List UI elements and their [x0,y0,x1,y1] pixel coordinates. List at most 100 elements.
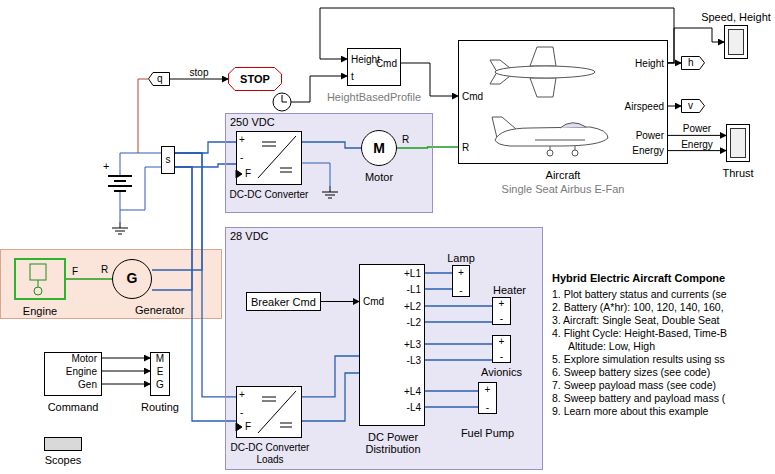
note-text: 8. Sweep battery and payload mass ( [552,392,725,404]
block-fill [492,297,511,325]
scope-block: Speed, Height [724,25,748,59]
block-text: -L4 [407,402,421,414]
block-text: M [373,140,385,156]
connector [102,384,150,385]
block-text: Command [48,401,99,413]
block-text: Fuel Pump [461,427,514,439]
block-text: R [462,142,469,154]
connector [102,358,150,359]
block-text: - [486,402,489,414]
generator-region [1,250,222,319]
block-text: G [156,379,164,391]
block-fill [225,113,433,213]
terminal-sign: + [239,134,245,146]
block-text: M [156,353,164,365]
block-text: Thrust [722,167,753,179]
connector [302,142,361,148]
scope-screen [728,29,744,55]
block-text: Routing [141,401,179,413]
signal-label: Energy [681,139,713,150]
note-text: 7. Sweep payload mass (see code) [552,379,716,391]
block-text: - [459,285,462,297]
drawing-part [322,186,338,198]
load-block: Avionics+- [492,335,511,363]
block-text: DC-DC Converter Loads [220,442,320,466]
connector [66,278,112,279]
distribution-block: Cmd+L1-L1+L2-L2+L3-L3+L4-L4DC Power Dist… [359,264,425,426]
drawing-part [535,140,585,150]
note-text: 6. Sweep battery sizes (see code) [552,366,710,378]
block-fill [236,386,302,438]
block-text: Cmd [376,58,397,70]
block-text: +L1 [404,268,421,280]
connector [170,79,228,80]
signal-label: Power [683,123,711,134]
connector [152,153,202,290]
motor-symbol: MRMotor [361,130,397,166]
block-fill [492,335,511,363]
block-text: Height [635,58,664,70]
aircraft-block: CmdRHeightAirspeedPowerEnergyAircraftSin… [458,40,668,164]
drawing-part [120,153,161,222]
block-fill [347,48,401,86]
block-text: + [485,384,491,396]
drawing-part [34,287,42,295]
block-text: Cmd [462,91,483,103]
block-text: Power [636,130,664,142]
block-text: t [351,71,354,83]
block-text: E [157,366,164,378]
routing-block: MEGRouting [150,352,170,396]
connector [425,306,492,322]
goto-tag: v [681,99,705,113]
terminal-sign: + [103,160,109,172]
block-text: - [500,313,503,325]
block-text: Heater [493,284,526,296]
block-text: Motor [365,171,393,183]
block-text: G [127,270,138,286]
connector [175,142,236,167]
outline-shape [682,57,705,70]
block-text: Gen [78,379,97,391]
block-fill [161,146,175,174]
voltage-band: 28 VDCBreaker CmdCmd+L1-L1+L2-L2+L3-L3+L… [225,227,543,470]
aircraft-illustration [490,47,608,156]
connector [175,153,236,421]
command-block: MotorEngineGenCommand [44,352,102,396]
block-text: + [458,267,464,279]
block-text: Height [351,54,380,66]
scope-block: Thrust [726,124,750,162]
note-text: 1. Plot battery status and currents (se [552,288,727,300]
block-text: Lamp [447,252,475,264]
block-fills [14,25,750,470]
scopes-block: Scopes [44,437,82,451]
block-text: R [101,264,108,276]
note-text: Hybrid Electric Aircraft Compone [552,272,725,284]
connector [102,371,150,372]
connector [425,344,492,360]
block-text: + [499,298,505,310]
sensor-block: s [161,146,175,174]
signal-label: stop [190,67,209,78]
drawing-part [30,264,46,280]
note-text: 5. Explore simulation results using ss [552,353,725,365]
block-text: Breaker Cmd [251,296,316,308]
outline-shape [149,73,170,86]
note-text: 9. Learn more about this example [552,405,708,417]
drawing-part [38,280,39,287]
connector [668,106,681,107]
drawing-part [547,150,553,156]
block-fill [724,25,748,59]
scope-screen [730,128,746,158]
block-text: 28 VDC [230,230,269,242]
engine-block: FEngine [14,258,66,300]
terminal-sign: F [245,168,251,180]
block-fill [236,131,302,185]
connector [397,147,458,148]
block-text: Cmd [363,296,384,308]
block-text: Scopes [45,454,82,466]
outline-shape [229,68,282,91]
block-fill [44,437,82,451]
block-text: Avionics [481,366,522,378]
connector [302,356,359,421]
terminal-sign: F [245,421,251,433]
